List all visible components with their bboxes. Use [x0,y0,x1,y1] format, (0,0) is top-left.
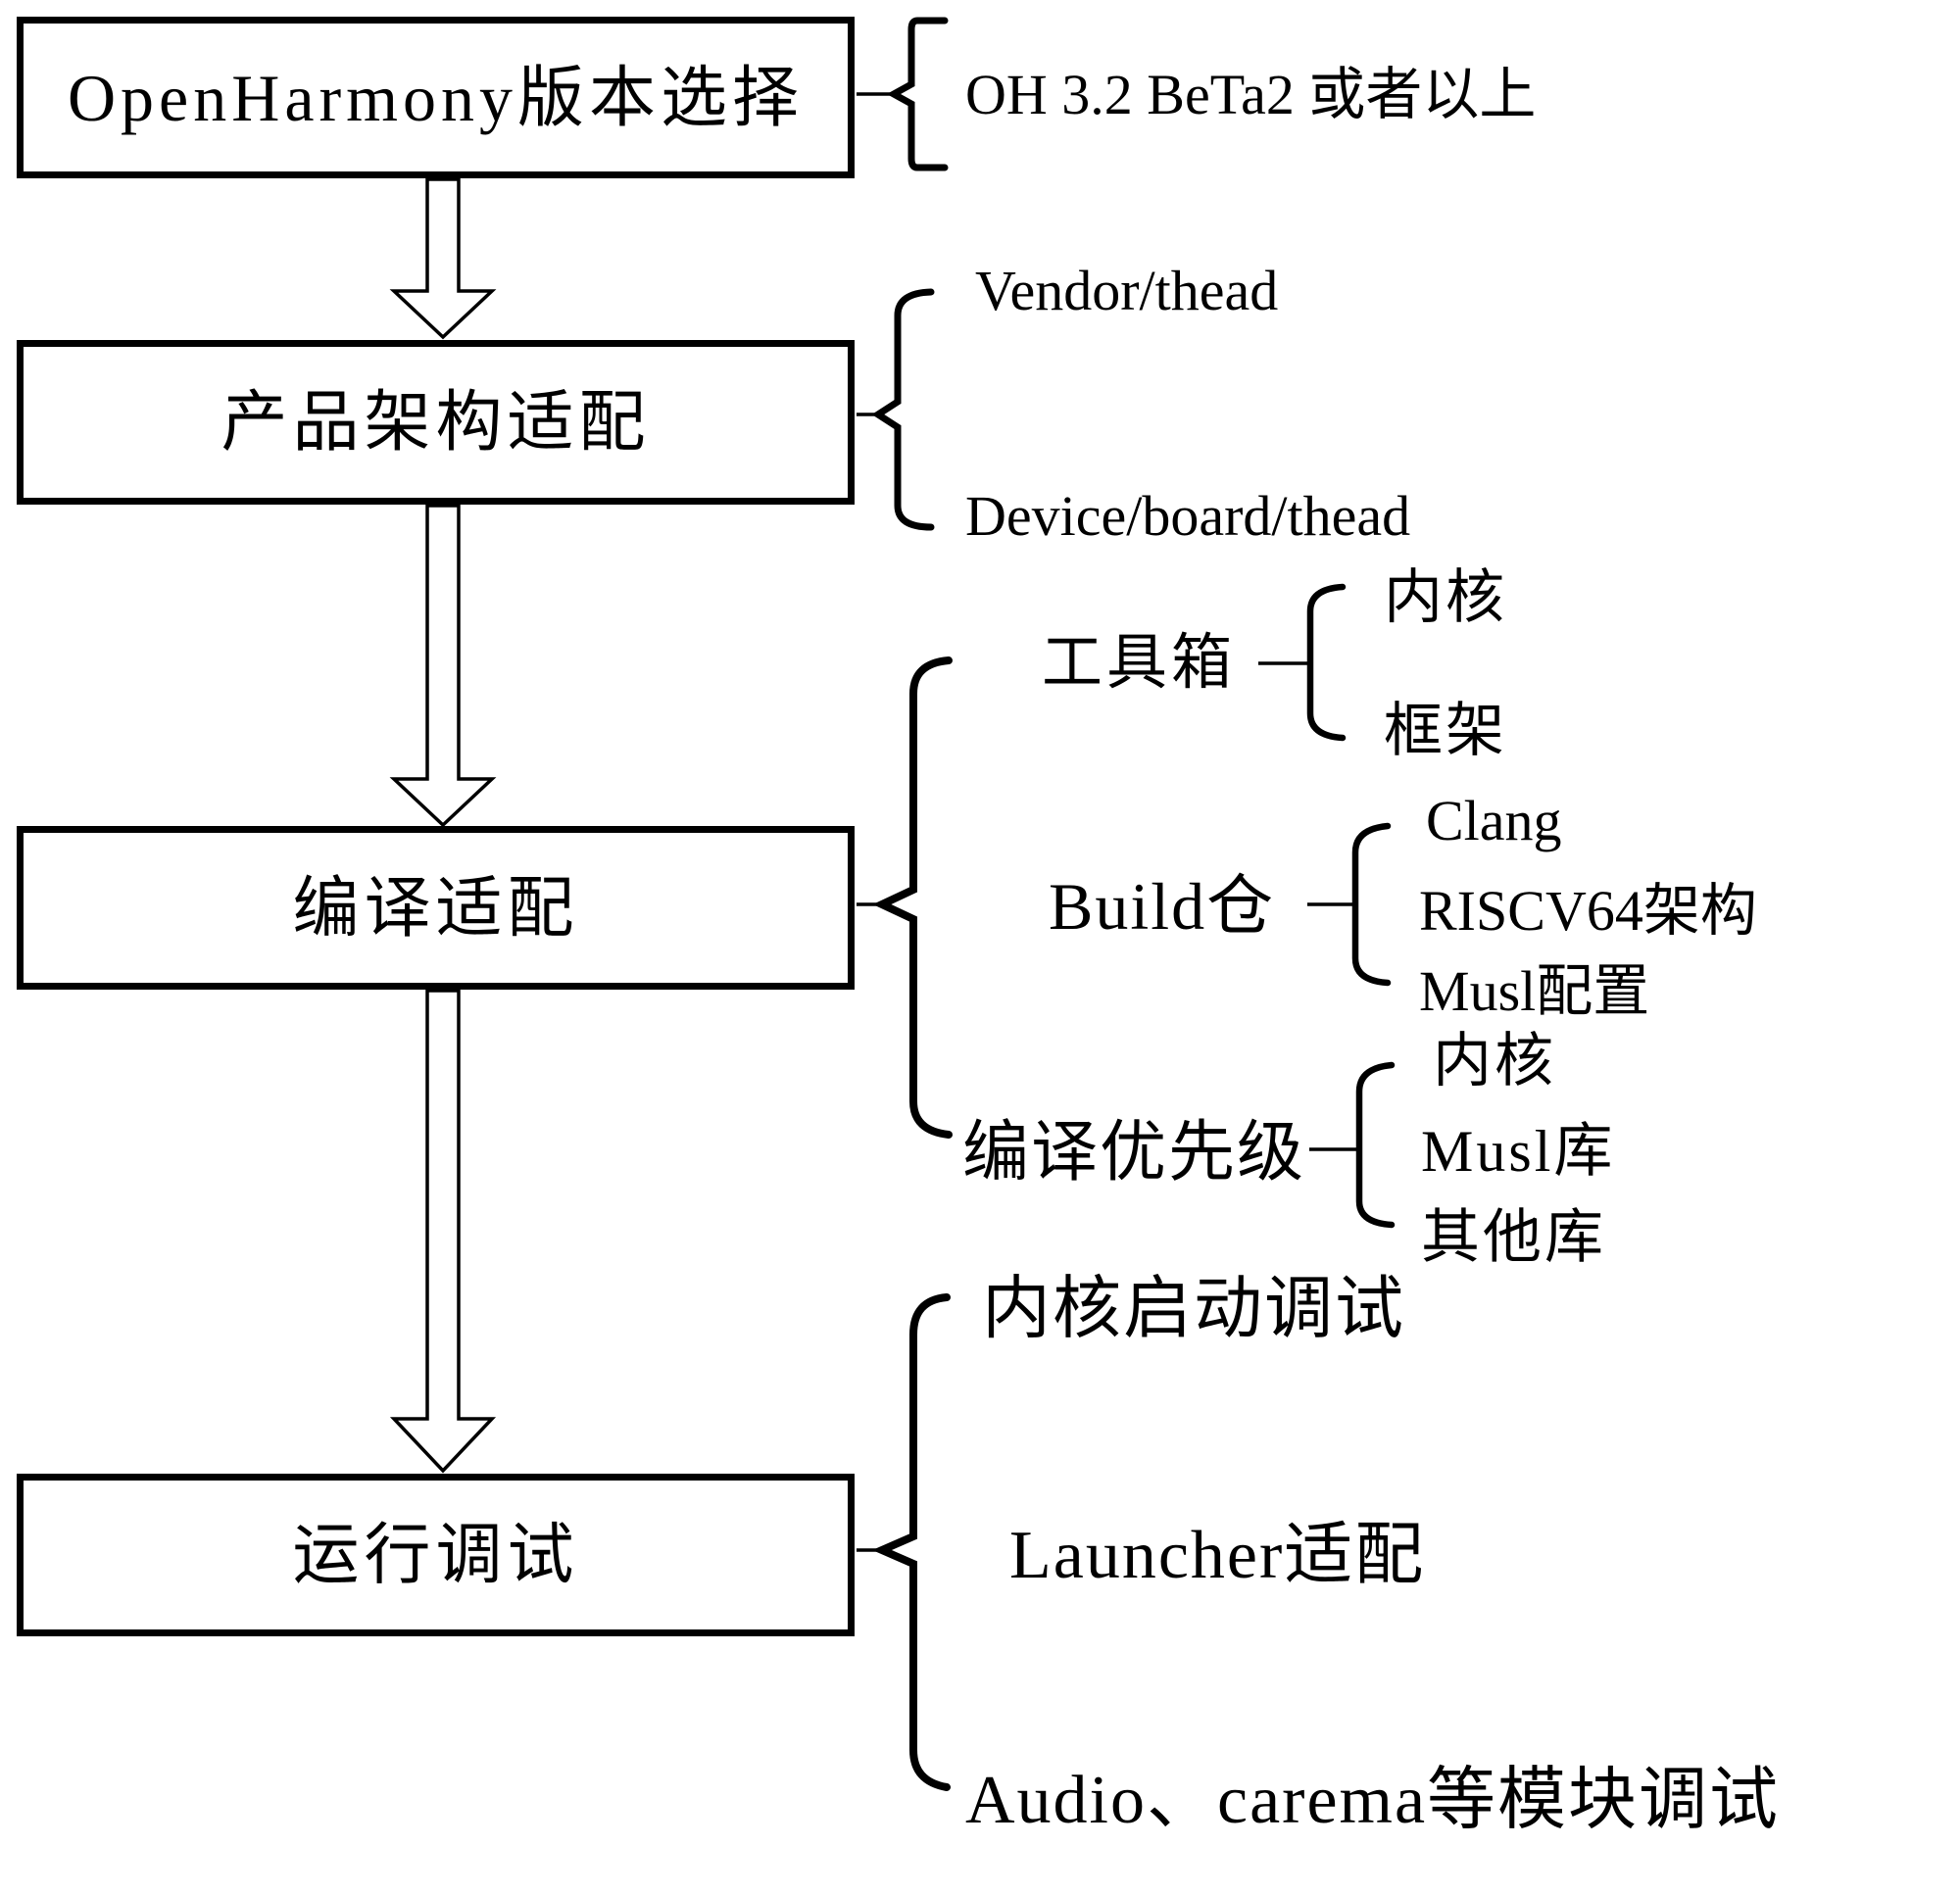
annotation-launcher-adapt: Launcher适配 [1009,1518,1426,1593]
bracket-step4 [872,1293,951,1791]
leaf-framework: 框架 [1384,699,1507,763]
leaf-clang: Clang [1426,789,1562,852]
bracket-toolbox [1306,583,1347,742]
step-label: OpenHarmony版本选择 [67,60,805,135]
bracket-compile-priority [1355,1061,1396,1229]
annotation-kernel-boot-debug: 内核启动调试 [982,1272,1405,1347]
leaf-musl-lib: Musl库 [1421,1119,1616,1184]
bracket-build-repo [1351,822,1392,987]
down-arrow-icon [389,989,497,1474]
annotation-device-board-thead: Device/board/thead [965,484,1411,548]
group-label-compile-priority: 编译优先级 [962,1115,1306,1190]
bracket-step1 [886,17,949,171]
group-label-toolbox: 工具箱 [1042,630,1237,697]
group-label-build-repo: Build仓 [1049,869,1276,944]
step-label: 运行调试 [292,1518,579,1592]
leaf-other-lib: 其他库 [1421,1205,1606,1270]
annotation-vendor-thead: Vendor/thead [975,259,1279,322]
step-box-version-select: OpenHarmony版本选择 [17,17,855,178]
step-box-run-debug: 运行调试 [17,1474,855,1636]
bracket-step2 [871,288,935,531]
step-label: 编译适配 [292,870,579,946]
annotation-oh-version: OH 3.2 BeTa2 或者以上 [965,63,1537,126]
annotation-audio-camera-debug: Audio、carema等模块调试 [965,1763,1781,1838]
down-arrow-icon [389,177,497,340]
down-arrow-icon [389,504,497,828]
step-box-compile-adapt: 编译适配 [17,826,855,990]
step-label: 产品架构适配 [220,385,651,460]
leaf-musl-config: Musl配置 [1419,959,1650,1023]
bracket-step3 [872,656,953,1139]
leaf-kernel: 内核 [1433,1029,1556,1093]
step-box-product-arch: 产品架构适配 [17,340,855,505]
leaf-riscv64-arch: RISCV64架构 [1419,879,1757,943]
leaf-kernel: 内核 [1384,565,1507,630]
